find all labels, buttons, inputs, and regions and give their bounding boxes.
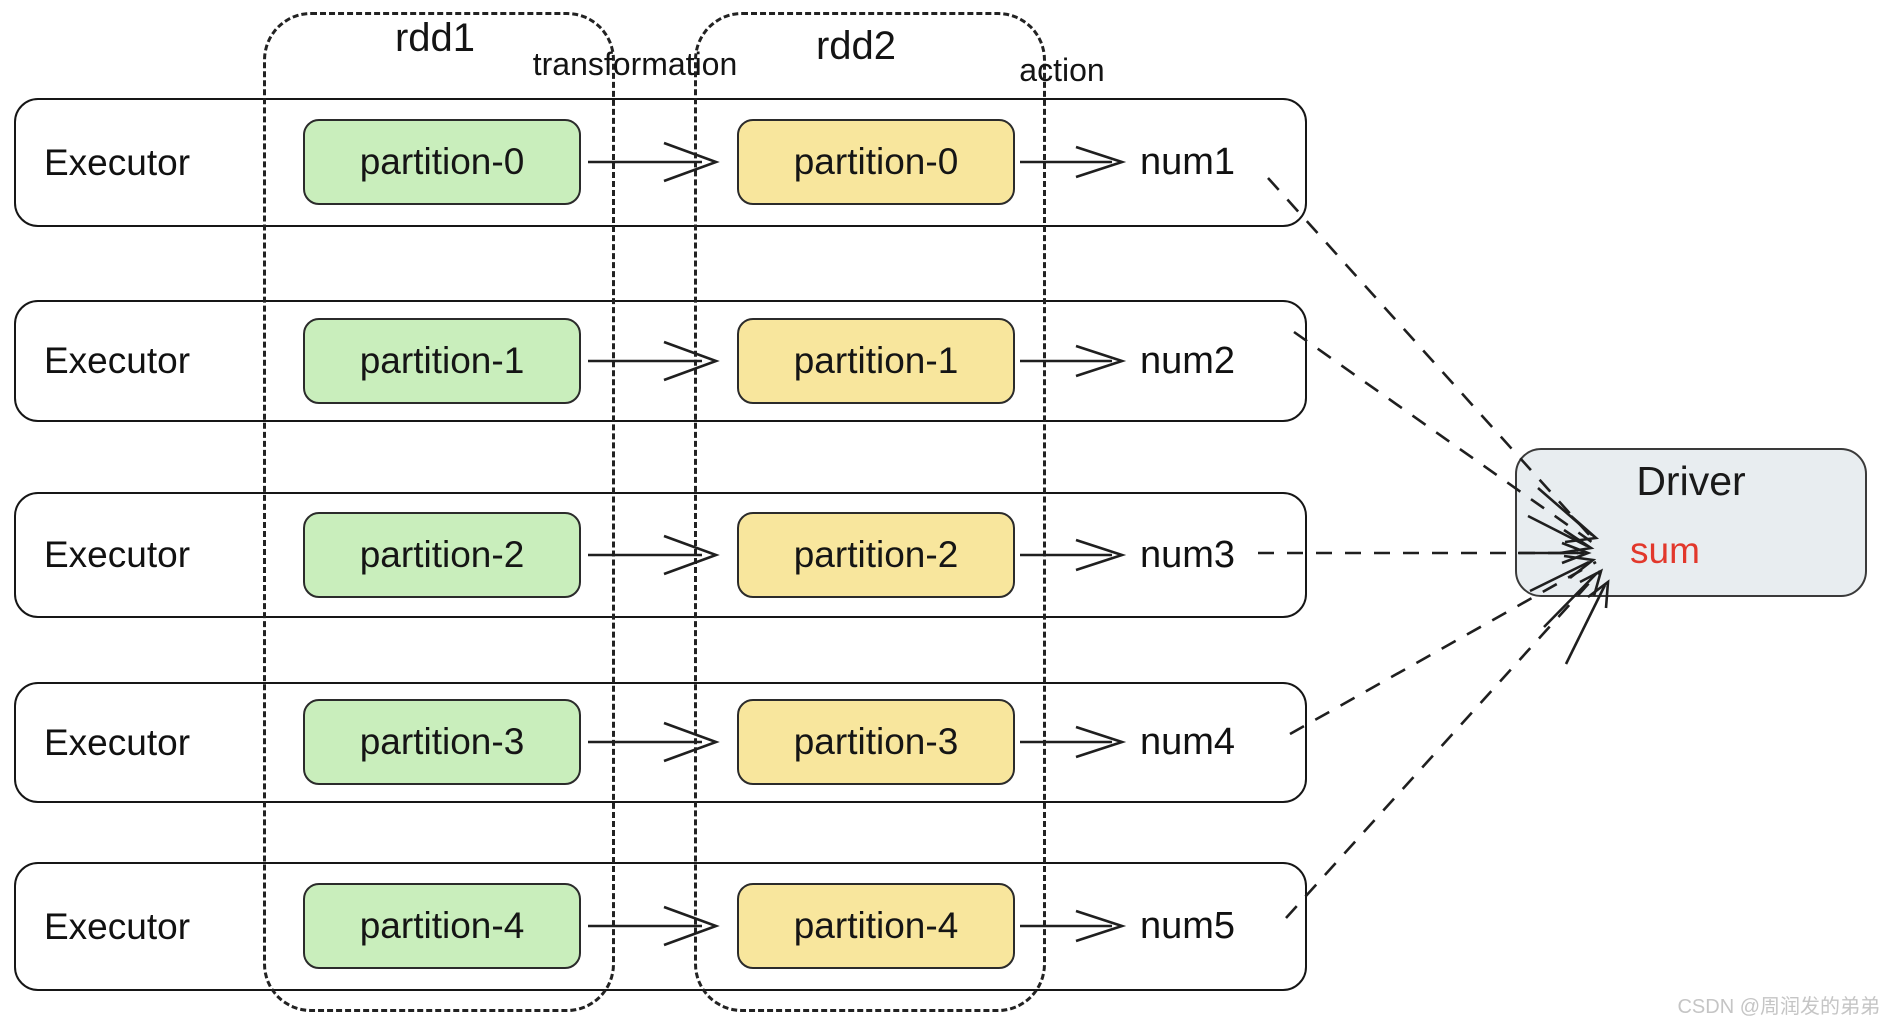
- executor-label: Executor: [44, 721, 191, 763]
- rdd1-partition-box: partition-0: [303, 119, 581, 205]
- executor-row: Executor: [14, 492, 1307, 618]
- executor-row: Executor: [14, 98, 1307, 227]
- transformation-label: transformation: [532, 46, 738, 82]
- watermark: CSDN @周润发的弟弟: [1677, 996, 1880, 1018]
- executor-label: Executor: [44, 340, 191, 381]
- rdd2-partition-box: partition-0: [737, 119, 1015, 205]
- result-label: num1: [1140, 141, 1236, 183]
- result-label: num5: [1140, 905, 1236, 947]
- executor-label: Executor: [44, 141, 191, 183]
- rdd2-group-outline: [694, 12, 1046, 1012]
- result-label: num3: [1140, 534, 1236, 576]
- executor-row: Executor: [14, 862, 1307, 991]
- executor-row: Executor: [14, 300, 1307, 422]
- partition-label: partition-2: [359, 534, 525, 575]
- partition-label: partition-4: [793, 905, 959, 946]
- partition-label: partition-1: [359, 340, 525, 381]
- action-label: action: [1019, 52, 1105, 88]
- executor-label: Executor: [44, 905, 191, 947]
- result-label: num4: [1140, 721, 1236, 763]
- partition-label: partition-3: [359, 721, 525, 762]
- rdd1-partition-box: partition-4: [303, 883, 581, 969]
- rdd2-partition-box: partition-4: [737, 883, 1015, 969]
- rdd2-partition-box: partition-1: [737, 318, 1015, 404]
- rdd1-group-outline: [263, 12, 615, 1012]
- rdd1-partition-box: partition-3: [303, 699, 581, 785]
- rdd1-label: rdd1: [394, 16, 476, 60]
- executor-row: Executor: [14, 682, 1307, 803]
- result-label: num2: [1140, 340, 1236, 382]
- partition-label: partition-3: [793, 721, 959, 762]
- partition-label: partition-1: [793, 340, 959, 381]
- partition-label: partition-0: [793, 141, 959, 182]
- executor-label: Executor: [44, 534, 191, 575]
- rdd1-partition-box: partition-1: [303, 318, 581, 404]
- driver-title: Driver: [1636, 458, 1746, 504]
- rdd2-partition-box: partition-3: [737, 699, 1015, 785]
- rdd2-label: rdd2: [815, 24, 897, 68]
- partition-label: partition-4: [359, 905, 525, 946]
- rdd2-partition-box: partition-2: [737, 512, 1015, 598]
- partition-label: partition-2: [793, 534, 959, 575]
- sum-label: sum: [1630, 530, 1700, 571]
- partition-label: partition-0: [359, 141, 525, 182]
- rdd1-partition-box: partition-2: [303, 512, 581, 598]
